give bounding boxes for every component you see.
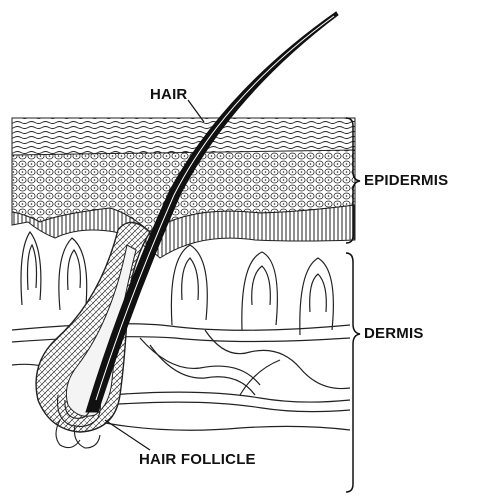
hair-label: HAIR <box>150 86 187 103</box>
follicle-leader-line <box>105 420 150 450</box>
dermis-bracket <box>346 253 360 492</box>
hair-follicle-label: HAIR FOLLICLE <box>139 451 256 468</box>
epidermis-label: EPIDERMIS <box>364 172 448 189</box>
dermis-label: DERMIS <box>364 325 424 342</box>
